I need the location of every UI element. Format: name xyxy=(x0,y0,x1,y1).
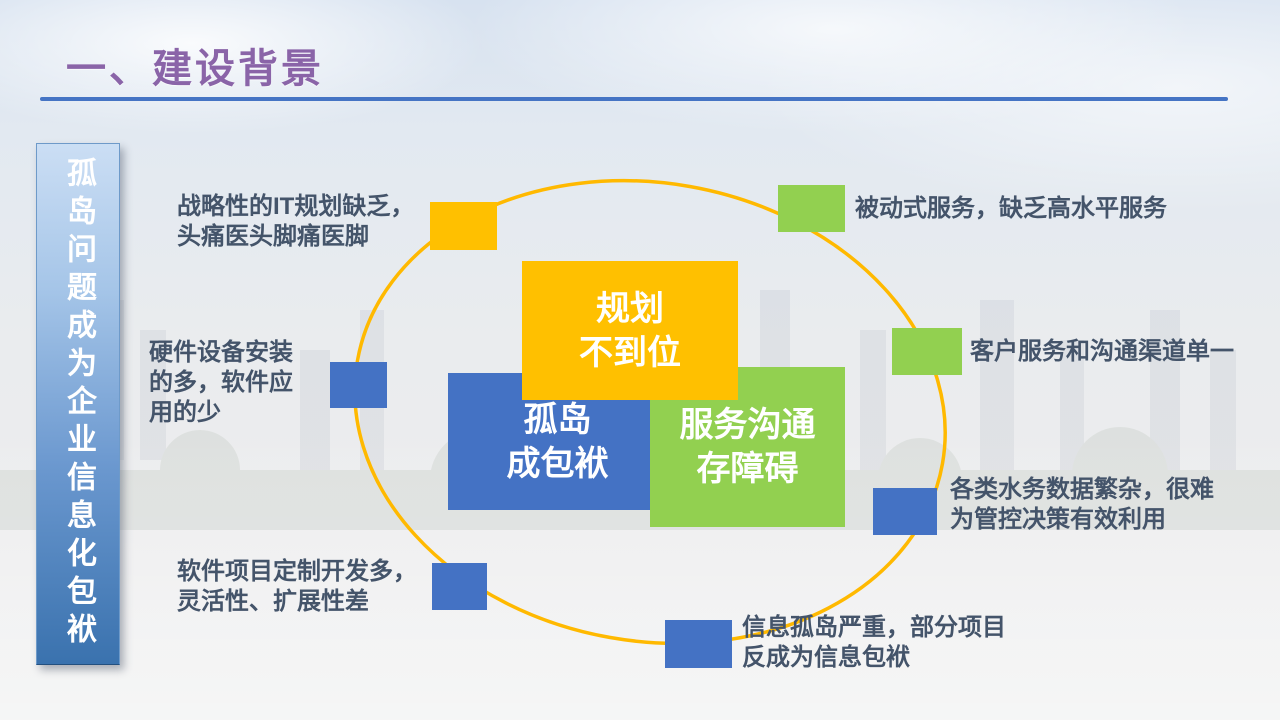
callout-passive-marker xyxy=(778,185,845,232)
center-box-planning: 规划 不到位 xyxy=(522,261,738,400)
callout-customer-marker xyxy=(892,328,962,375)
callout-island-marker xyxy=(665,620,732,668)
callout-customer-text: 客户服务和沟通渠道单一 xyxy=(970,338,1234,365)
callout-software-marker xyxy=(432,563,487,610)
callout-passive-text: 被动式服务，缺乏高水平服务 xyxy=(855,195,1167,222)
callout-software-text: 软件项目定制开发多， 灵活性、扩展性差 xyxy=(177,558,417,615)
center-box-service-label: 服务沟通 存障碍 xyxy=(679,406,816,488)
callout-data-marker xyxy=(873,488,937,535)
callout-strategy-marker xyxy=(430,202,497,250)
callout-hardware-text: 硬件设备安装 的多，软件应 用的少 xyxy=(149,339,293,426)
callout-data-text: 各类水务数据繁杂，很难 为管控决策有效利用 xyxy=(950,476,1214,533)
page-title: 一、建设背景 xyxy=(66,47,324,91)
sidebar-banner-label: 孤岛问题成为企业信息化包袱 xyxy=(62,157,95,651)
title-underline xyxy=(40,97,1228,101)
sidebar-banner: 孤岛问题成为企业信息化包袱 xyxy=(36,143,120,665)
center-box-planning-label: 规划 不到位 xyxy=(579,289,681,372)
callout-hardware-marker xyxy=(330,362,387,408)
callout-strategy-text: 战略性的IT规划缺乏， 头痛医头脚痛医脚 xyxy=(177,193,415,250)
center-box-island-label: 孤岛 成包袱 xyxy=(506,400,609,483)
callout-island-text: 信息孤岛严重，部分项目 反成为信息包袱 xyxy=(742,614,1006,671)
